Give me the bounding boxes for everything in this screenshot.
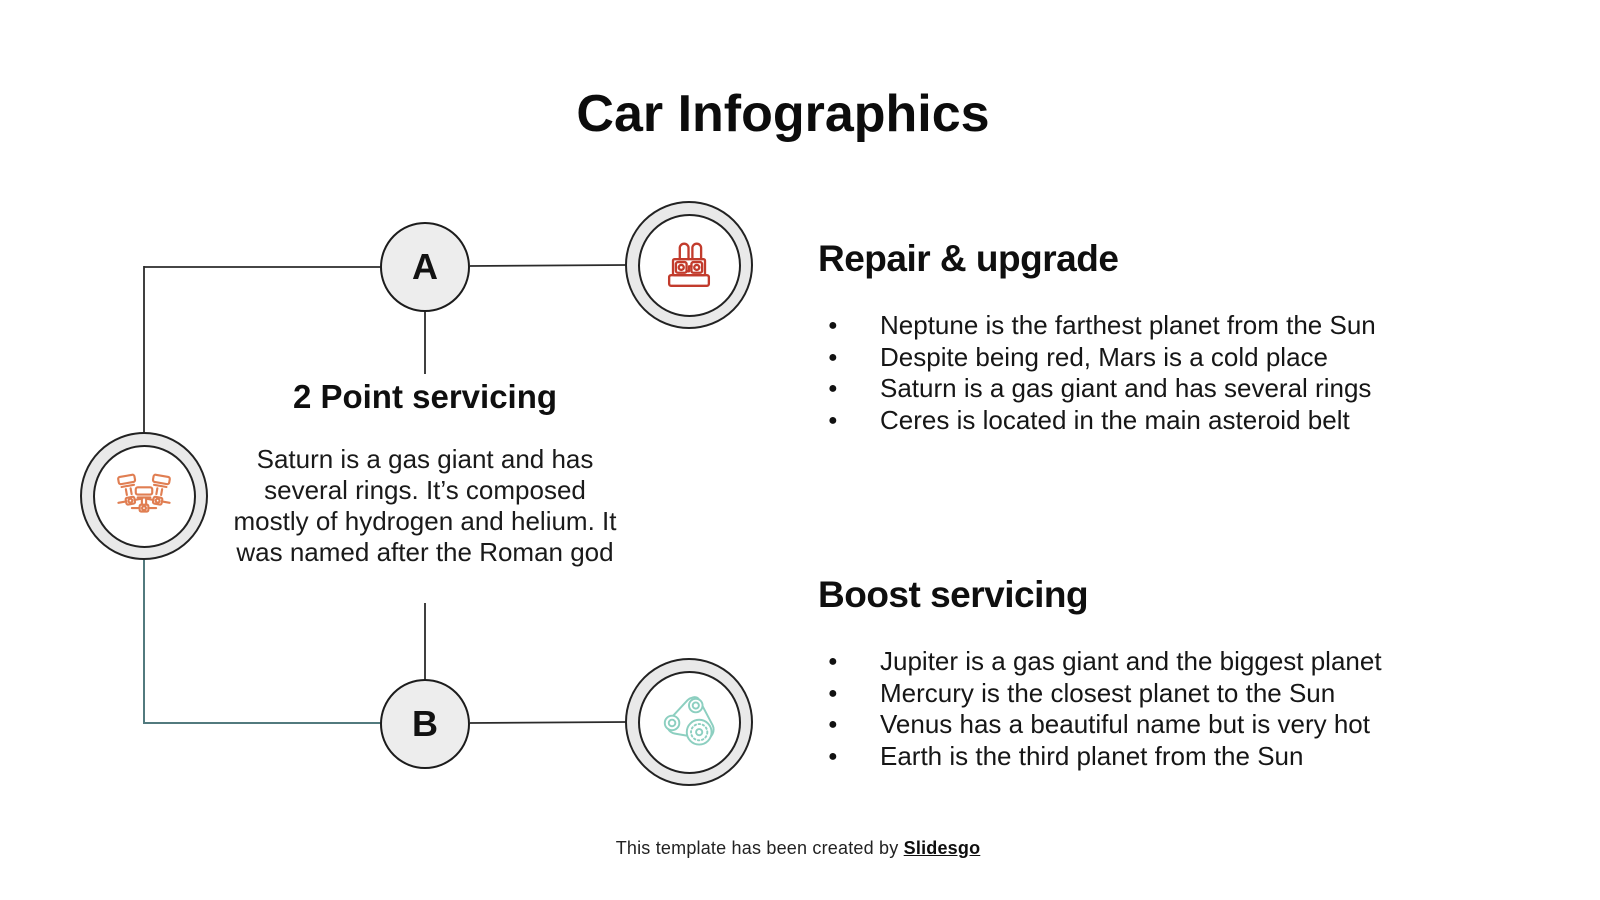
engine-pistons-icon — [117, 473, 171, 513]
bullet-icon: ● — [828, 653, 838, 670]
battery-icon-circle — [625, 201, 753, 329]
section-repair-upgrade-heading: Repair & upgrade — [818, 238, 1119, 279]
node-b-label: B — [412, 703, 438, 744]
bullet-text: Despite being red, Mars is a cold place — [880, 341, 1329, 372]
bullet-icon: ● — [828, 380, 838, 397]
node-a-label: A — [412, 246, 438, 287]
bullet-text: Venus has a beautiful name but is very h… — [880, 709, 1370, 739]
point-servicing-block: 2 Point servicing Saturn is a gas giant … — [222, 378, 628, 568]
car-battery-icon — [667, 242, 711, 287]
bullet-text: Neptune is the farthest planet from the … — [880, 310, 1376, 340]
node-a: A — [380, 222, 470, 312]
boost-servicing-list: ● Jupiter is a gas giant and the biggest… — [818, 646, 1538, 772]
list-item: ● Despite being red, Mars is a cold plac… — [818, 342, 1538, 374]
node-b: B — [380, 679, 470, 769]
point-servicing-heading: 2 Point servicing — [292, 378, 558, 415]
section-boost-servicing-heading: Boost servicing — [818, 574, 1089, 615]
bullet-icon: ● — [828, 317, 838, 334]
list-item: ● Mercury is the closest planet to the S… — [818, 678, 1538, 710]
bullet-text: Ceres is located in the main asteroid be… — [880, 404, 1350, 435]
list-item: ● Ceres is located in the main asteroid … — [818, 405, 1538, 437]
bullet-icon: ● — [828, 747, 838, 765]
footer-text: This template has been created by — [615, 838, 904, 858]
point-servicing-body: Saturn is a gas giant and has several ri… — [233, 444, 617, 567]
battery-icon-inner-circle — [637, 213, 741, 317]
engine-icon-circle — [80, 432, 208, 560]
section-repair-upgrade: Repair & upgrade ● Neptune is the farthe… — [818, 238, 1538, 436]
list-item: ● Venus has a beautiful name but is very… — [818, 709, 1538, 741]
bullet-icon: ● — [828, 348, 838, 366]
bullet-text: Earth is the third planet from the Sun — [880, 740, 1304, 771]
list-item: ● Neptune is the farthest planet from th… — [818, 310, 1538, 342]
bullet-text: Jupiter is a gas giant and the biggest p… — [880, 646, 1382, 676]
engine-icon-inner-circle — [92, 444, 196, 548]
bullet-text: Mercury is the closest planet to the Sun — [880, 677, 1336, 708]
list-item: ● Earth is the third planet from the Sun — [818, 741, 1538, 773]
list-item: ● Saturn is a gas giant and has several … — [818, 373, 1538, 405]
page-title: Car Infographics — [576, 85, 990, 143]
bullet-icon: ● — [828, 411, 838, 429]
bullet-icon: ● — [828, 716, 838, 733]
belt-icon-inner-circle — [637, 670, 741, 774]
section-boost-servicing: Boost servicing ● Jupiter is a gas giant… — [818, 574, 1538, 772]
footer-credit: This template has been created by Slides… — [0, 838, 1596, 859]
slidesgo-link[interactable]: Slidesgo — [903, 838, 981, 858]
bullet-text: Saturn is a gas giant and has several ri… — [880, 373, 1372, 403]
bullet-icon: ● — [828, 684, 838, 702]
list-item: ● Jupiter is a gas giant and the biggest… — [818, 646, 1538, 678]
timing-belt-icon — [663, 696, 715, 746]
belt-icon-circle — [625, 658, 753, 786]
repair-upgrade-list: ● Neptune is the farthest planet from th… — [818, 310, 1538, 436]
